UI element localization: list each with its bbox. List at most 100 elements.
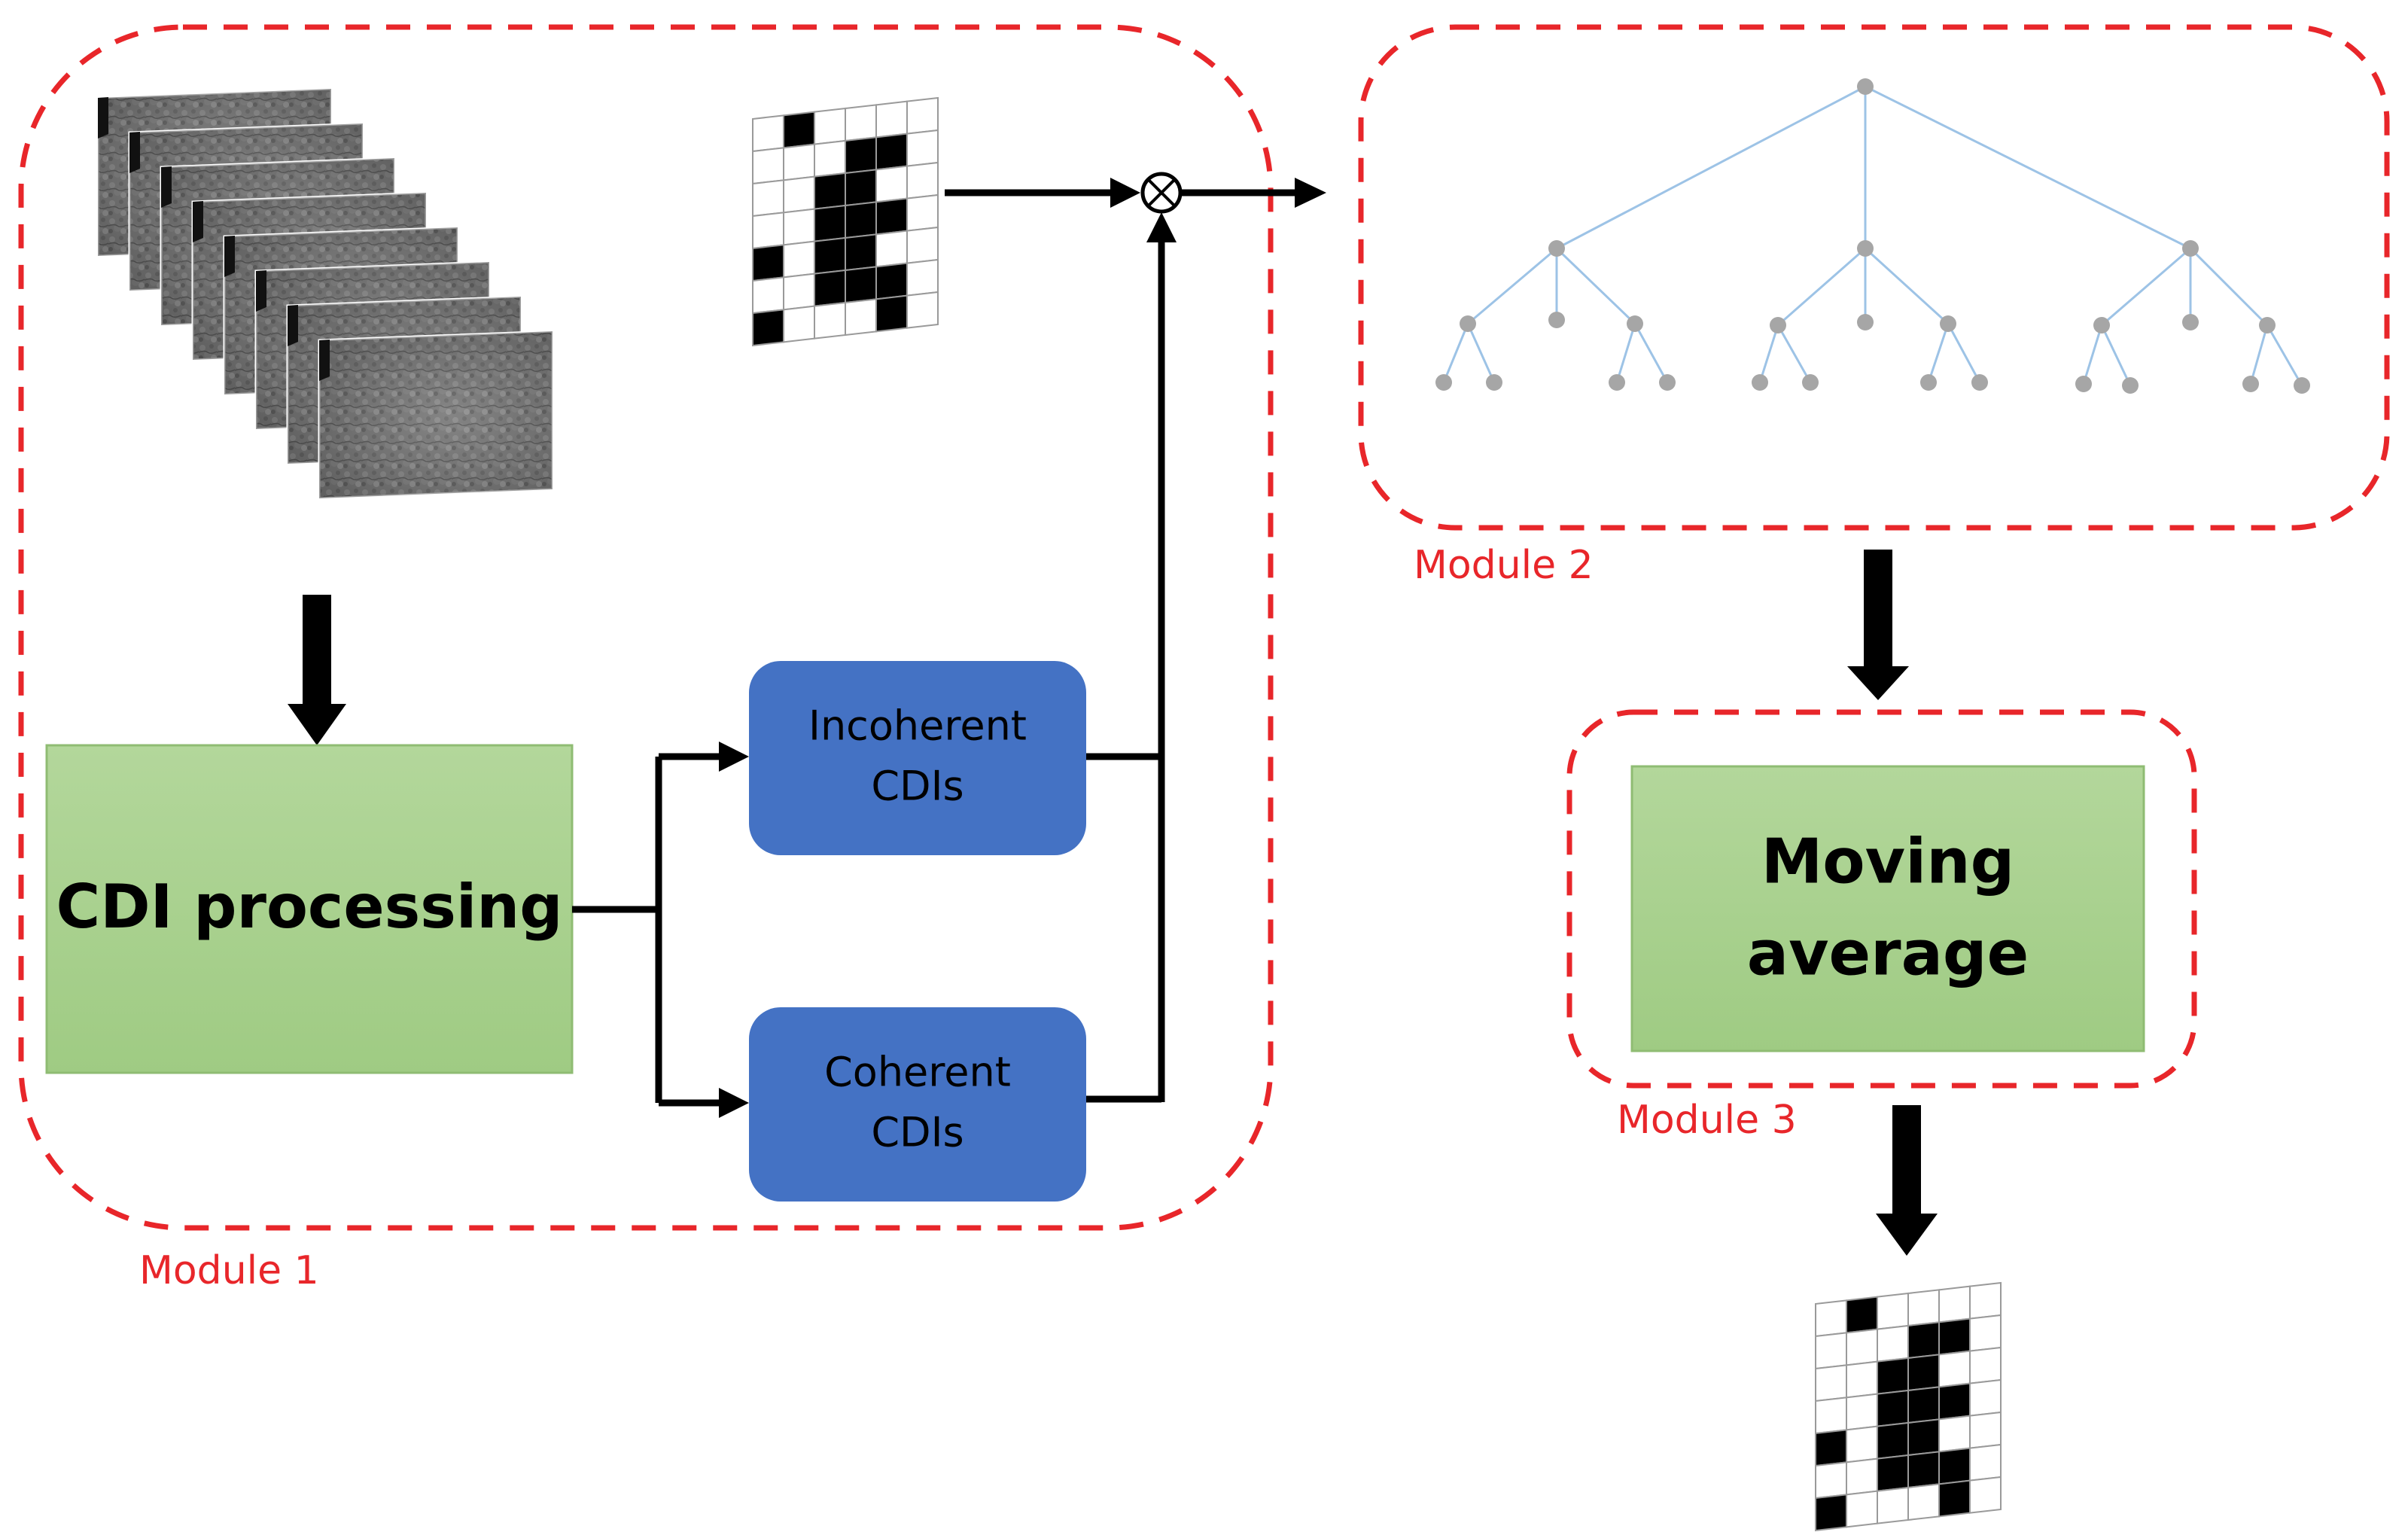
- mask-cell: [1846, 1328, 1878, 1366]
- mask-cell: [1938, 1350, 1971, 1388]
- tree-edge: [1555, 247, 1636, 325]
- moving-average-line1: Moving: [1761, 826, 2015, 897]
- fork-connector: [572, 753, 721, 1107]
- satellite-image-stack: [96, 87, 554, 500]
- tree-node: [1659, 374, 1676, 391]
- coherent-cdis-box: Coherent CDIs: [749, 1007, 1086, 1202]
- mask-cell: [1815, 1332, 1847, 1370]
- mask-cell: [845, 266, 877, 304]
- tree-node: [1802, 374, 1819, 391]
- mask-cell: [845, 136, 877, 175]
- mask-cell: [845, 201, 877, 239]
- mask-cell: [1938, 1285, 1971, 1323]
- incoherent-line2: CDIs: [871, 763, 964, 810]
- mask-cell: [875, 294, 908, 333]
- mask-cell: [1907, 1386, 1940, 1424]
- tree-node: [1486, 374, 1502, 391]
- coherent-line1: Coherent: [824, 1049, 1011, 1096]
- mask-cell: [752, 212, 784, 250]
- mask-cell: [1877, 1486, 1909, 1524]
- arrow-to-module-2: [1180, 178, 1326, 208]
- mask-cell: [814, 204, 846, 242]
- tree-node: [1609, 374, 1625, 391]
- mask-cell: [752, 114, 784, 153]
- mask-cell: [1846, 1490, 1878, 1528]
- mask-cell: [814, 269, 846, 307]
- tree-edge: [2266, 324, 2303, 386]
- tree-node: [1435, 374, 1452, 391]
- decision-tree: [1435, 78, 2310, 394]
- module-3-label: Module 3: [1617, 1098, 1797, 1143]
- mask-cell: [845, 233, 877, 272]
- mask-cell: [1815, 1396, 1847, 1435]
- mask-cell: [1907, 1483, 1940, 1521]
- mask-cell: [752, 244, 784, 282]
- tree-node: [1857, 240, 1874, 257]
- mask-cell: [814, 236, 846, 275]
- tree-node: [1548, 240, 1565, 257]
- tree-edge: [1927, 323, 1950, 383]
- tree-node: [2122, 377, 2139, 394]
- tree-node: [1627, 315, 1643, 332]
- mask-cell: [1815, 1429, 1847, 1467]
- incoherent-cdis-box: Incoherent CDIs: [749, 661, 1086, 855]
- tree-edge: [2082, 324, 2103, 385]
- module-2-boundary: [1358, 24, 2390, 531]
- tree-edge: [1615, 323, 1636, 383]
- tree-node: [2182, 240, 2199, 257]
- mask-cell: [752, 147, 784, 185]
- down-arrow-to-output: [1876, 1105, 1938, 1256]
- mask-cell: [1969, 1378, 2002, 1417]
- tree-edge: [1776, 324, 1812, 383]
- mask-cell: [1907, 1321, 1940, 1360]
- module-3-boundary: [1566, 709, 2197, 1089]
- tree-edge: [1864, 247, 1950, 325]
- mask-cell: [752, 179, 784, 218]
- mask-cell: [1907, 1354, 1940, 1392]
- mask-cell: [1846, 1425, 1878, 1463]
- mask-cell: [1969, 1314, 2002, 1352]
- arrow-to-incoherent: [719, 742, 749, 772]
- mask-cell: [875, 165, 908, 203]
- tree-edge: [2189, 247, 2269, 327]
- tree-node: [1940, 315, 1956, 332]
- arrow-mask-to-multiply: [945, 178, 1140, 208]
- mask-cell: [1938, 1479, 1971, 1518]
- tree-node: [1548, 312, 1565, 328]
- mask-cell: [1815, 1364, 1847, 1403]
- mask-cell: [1846, 1393, 1878, 1431]
- mask-cell: [783, 111, 815, 149]
- module-2-label: Module 2: [1414, 543, 1594, 588]
- tree-node: [2294, 377, 2310, 394]
- mask-cell: [875, 230, 908, 268]
- input-mask-grid: [752, 96, 939, 347]
- mask-cell: [1846, 1296, 1878, 1334]
- mask-cell: [875, 262, 908, 300]
- mask-cell: [1938, 1415, 1971, 1453]
- mask-cell: [906, 258, 939, 297]
- output-mask-grid: [1815, 1281, 2002, 1532]
- mask-cell: [1877, 1292, 1909, 1330]
- moving-average-box: Moving average: [1630, 765, 2145, 1052]
- tree-node: [2075, 376, 2092, 392]
- satellite-image-frame: [318, 330, 554, 500]
- module-1-label: Module 1: [139, 1248, 319, 1293]
- tree-edge: [1467, 247, 1557, 325]
- arrow-up-to-multiply: [1146, 212, 1177, 242]
- tree-edge: [2101, 247, 2191, 327]
- mask-cell: [783, 175, 815, 214]
- mask-cell: [1846, 1457, 1878, 1496]
- tree-node: [2093, 317, 2110, 334]
- mask-cell: [814, 301, 846, 340]
- tree-edge: [1556, 85, 1866, 250]
- mask-cell: [1938, 1382, 1971, 1421]
- mask-cell: [906, 226, 939, 264]
- merge-connector: [1086, 241, 1165, 1103]
- mask-cell: [1969, 1346, 2002, 1384]
- multiply-node-icon: [1140, 172, 1183, 214]
- mask-cell: [783, 208, 815, 246]
- mask-cell: [875, 100, 908, 139]
- mask-cell: [1877, 1421, 1909, 1460]
- mask-cell: [1877, 1454, 1909, 1492]
